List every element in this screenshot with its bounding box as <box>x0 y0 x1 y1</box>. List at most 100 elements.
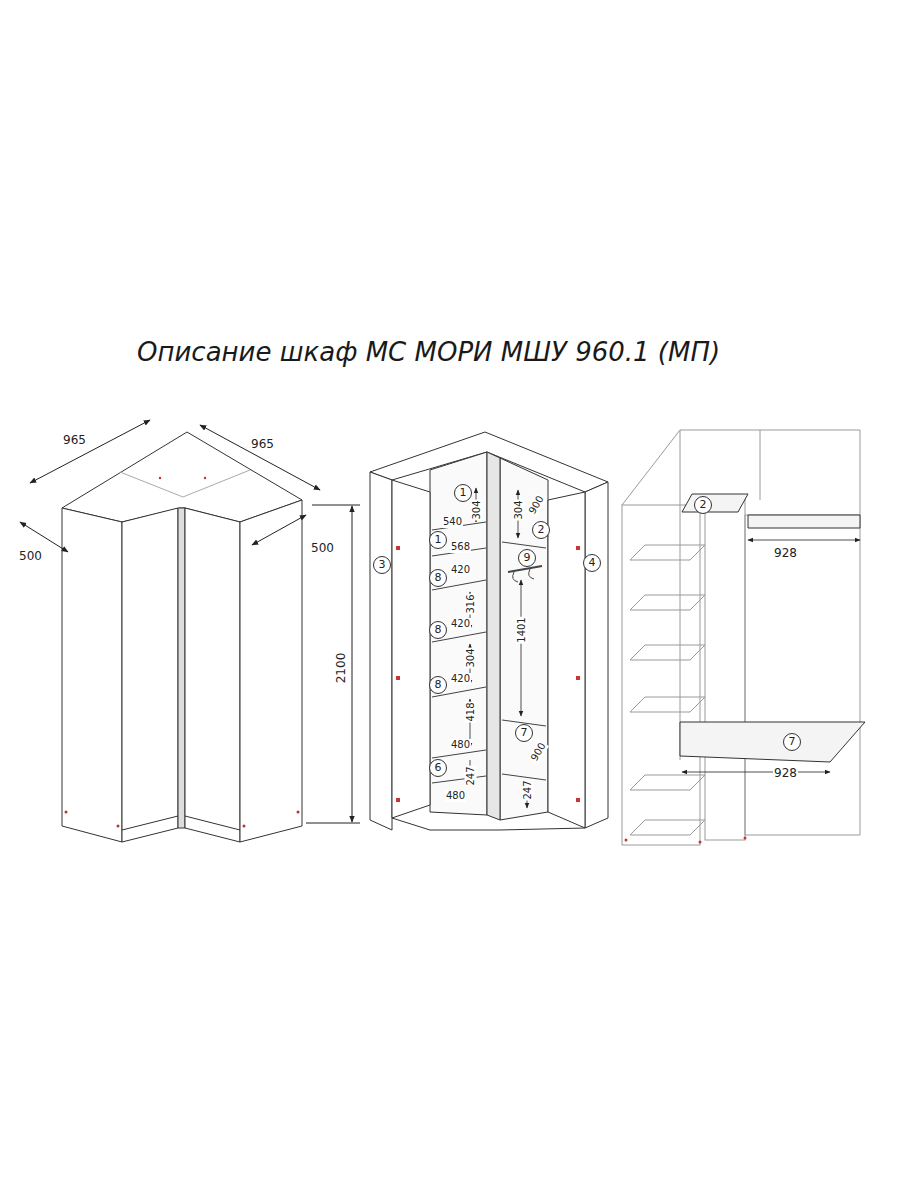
dot <box>204 477 206 479</box>
dimension-label: 928 <box>773 546 798 560</box>
dimension-label: 480 <box>450 739 471 751</box>
dimension-line <box>748 540 860 541</box>
dimension-line <box>352 506 353 822</box>
callout-circle: 4 <box>583 554 601 572</box>
top-seam <box>120 470 250 497</box>
dimension-label: 247 <box>522 779 534 800</box>
callout-circle: 7 <box>515 724 533 742</box>
back-edge <box>760 430 761 500</box>
callout-number: 4 <box>589 557 596 569</box>
dimension-line <box>30 420 150 483</box>
callout-circle: 8 <box>429 621 447 639</box>
dimension-line <box>521 580 522 716</box>
callout-number: 7 <box>789 736 796 748</box>
door-leaf <box>392 480 430 818</box>
hinge-mark <box>576 676 580 680</box>
shelf-outline <box>630 820 705 835</box>
dimension-label: 420 <box>450 564 471 576</box>
back-panel <box>430 452 487 815</box>
dimension-label: 247 <box>465 765 477 786</box>
callout-number: 8 <box>435 624 442 636</box>
title: Описание шкаф МС МОРИ МШУ 960.1 (МП) <box>137 337 720 367</box>
callout-circle: 2 <box>532 521 550 539</box>
dot <box>297 811 300 814</box>
callout-circle: 8 <box>429 569 447 587</box>
callout-circle: 1 <box>429 531 447 549</box>
dimension-label: 418 <box>465 701 477 722</box>
side-panel <box>585 482 608 828</box>
shelf-outline <box>630 545 705 560</box>
closed-wardrobe <box>62 432 302 842</box>
dot <box>625 839 628 842</box>
hinge-mark <box>396 798 400 802</box>
door-leaf <box>548 492 585 828</box>
hinge-mark <box>396 676 400 680</box>
shelf-outline <box>630 645 705 660</box>
dimension-label: 900 <box>526 493 547 517</box>
dot <box>65 811 68 814</box>
corner-gap <box>178 508 185 828</box>
hinge-mark <box>576 546 580 550</box>
hanger <box>513 569 534 582</box>
wireframe-dimension-lines <box>682 540 860 772</box>
side-panel <box>62 508 122 842</box>
top-outline <box>622 430 860 515</box>
callout-number: 1 <box>460 487 467 499</box>
dimension-label: 568 <box>450 541 471 553</box>
dimension-label: 304 <box>465 647 477 668</box>
dimension-label: 304 <box>471 499 483 520</box>
hinge-mark <box>576 798 580 802</box>
shelf-outline <box>630 697 705 712</box>
hinge-mark <box>396 546 400 550</box>
dimension-line <box>200 425 320 490</box>
fixing-dots <box>625 837 747 844</box>
callout-number: 1 <box>435 534 442 546</box>
shelves <box>432 522 546 783</box>
plinth-line <box>122 816 178 830</box>
callout-circle: 2 <box>694 496 712 514</box>
part-7 <box>680 722 865 762</box>
callout-circle: 3 <box>373 556 391 574</box>
dimension-lines <box>20 420 360 823</box>
door-panel <box>122 508 178 842</box>
extension-line <box>312 505 360 506</box>
callout-number: 3 <box>379 559 386 571</box>
inner-dimension-lines <box>470 488 527 808</box>
callout-number: 6 <box>435 762 442 774</box>
callout-number: 8 <box>435 679 442 691</box>
dot <box>699 841 702 844</box>
hinge-marks <box>396 546 580 802</box>
callout-number: 8 <box>435 572 442 584</box>
callout-circle: 7 <box>783 733 801 751</box>
callout-number: 2 <box>538 524 545 536</box>
back-panel <box>500 458 548 820</box>
dimension-label: 500 <box>18 549 43 563</box>
side-panel <box>240 500 302 842</box>
dot <box>744 837 747 840</box>
dimension-label: 420 <box>450 673 471 685</box>
wireframe-wardrobe <box>622 430 860 845</box>
dimension-label: 965 <box>62 433 87 447</box>
dimension-label: 2100 <box>334 652 348 685</box>
shelf <box>432 750 486 758</box>
fixing-dots <box>65 477 300 828</box>
dimension-label: 316 <box>465 593 477 614</box>
callout-number: 2 <box>700 499 707 511</box>
dimension-label: 500 <box>310 541 335 555</box>
dimension-line <box>252 515 306 545</box>
dot <box>117 825 120 828</box>
shelf-outline <box>630 595 705 610</box>
dimension-label: 900 <box>528 740 549 764</box>
dot <box>159 477 161 479</box>
callout-circle: 9 <box>518 549 536 567</box>
callout-number: 7 <box>521 727 528 739</box>
top-shelf <box>748 515 860 528</box>
callout-circle: 8 <box>429 676 447 694</box>
dimension-line <box>682 772 830 773</box>
dimension-label: 928 <box>773 766 798 780</box>
shelf <box>432 776 486 783</box>
wing-outline <box>745 515 860 835</box>
dimension-label: 304 <box>513 499 525 520</box>
extension-line <box>306 823 360 824</box>
